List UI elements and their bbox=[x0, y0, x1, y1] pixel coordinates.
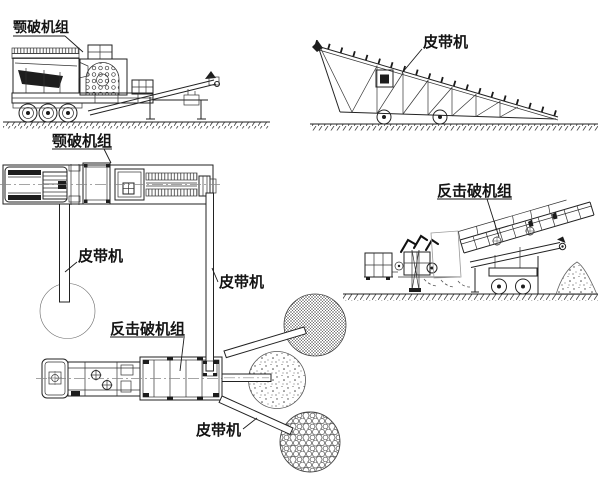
discharge-conveyor bbox=[87, 71, 220, 120]
wheel bbox=[38, 103, 58, 123]
truss-web bbox=[351, 65, 519, 118]
crusher-plan bbox=[82, 162, 111, 205]
material-in-feeder bbox=[18, 70, 63, 88]
flywheel bbox=[85, 62, 120, 96]
wheel bbox=[58, 103, 78, 123]
label-belt-conveyor-bottom: 皮带机 bbox=[196, 421, 241, 439]
hopper-ghost-outline bbox=[430, 230, 462, 279]
label-jaw-crusher-unit-plan: 颚破机组 bbox=[52, 132, 112, 150]
label-belt-conveyor-middle: 皮带机 bbox=[219, 273, 264, 291]
label-impact-crusher-unit-plan: 反击破机组 bbox=[110, 320, 185, 338]
label-belt-conveyor-left: 皮带机 bbox=[78, 247, 123, 265]
belt-conveyor-output-lower bbox=[218, 395, 294, 436]
impact-crusher-unit-side-view bbox=[343, 199, 598, 301]
label-jaw-crusher-unit-side: 颚破机组 bbox=[13, 19, 69, 36]
jaw-crusher-unit-side-view bbox=[3, 44, 270, 129]
wheel bbox=[18, 103, 38, 123]
ground-hatch bbox=[343, 294, 598, 301]
label-impact-crusher-unit-side: 反击破机组 bbox=[437, 182, 512, 200]
screen-deck bbox=[458, 199, 595, 254]
label-incline-belt-conveyor: 皮带机 bbox=[423, 33, 468, 51]
conveyor-drive-box bbox=[375, 69, 394, 88]
impact-crusher-unit-plan-view bbox=[36, 356, 240, 401]
belt-conveyor-middle-plan bbox=[202, 192, 218, 377]
belt-conveyor-output-upper bbox=[223, 326, 307, 359]
labels: 颚破机组 皮带机 颚破机组 皮带机 皮带机 反击破机组 反击破机组 皮带机 bbox=[13, 19, 512, 439]
stockpile-circle-crosshatch bbox=[283, 293, 347, 357]
stockpile-pile bbox=[555, 261, 598, 295]
head-pulley bbox=[312, 41, 323, 52]
feeder-top-rail bbox=[11, 47, 80, 54]
folded-hopper-arms bbox=[399, 234, 440, 254]
conveyor-wheel bbox=[376, 109, 392, 125]
stockpile-circle-pebble bbox=[279, 411, 341, 473]
jaw-crusher-unit-plan-view bbox=[0, 162, 222, 205]
wheel bbox=[515, 278, 531, 295]
axle-frame bbox=[488, 267, 538, 277]
ground-hatch bbox=[3, 122, 270, 129]
belt-conveyor-left-plan bbox=[59, 203, 70, 303]
conveyor-wheel bbox=[432, 109, 448, 125]
side-discharge-conveyor bbox=[469, 236, 567, 268]
discharge-head bbox=[205, 71, 216, 79]
belt-roller-ticks bbox=[314, 39, 558, 117]
belt-conveyor-output-middle bbox=[221, 373, 272, 382]
ground-hatch bbox=[310, 124, 598, 131]
inclined-belt-conveyor-side-view bbox=[310, 39, 598, 131]
wheel bbox=[491, 278, 507, 295]
